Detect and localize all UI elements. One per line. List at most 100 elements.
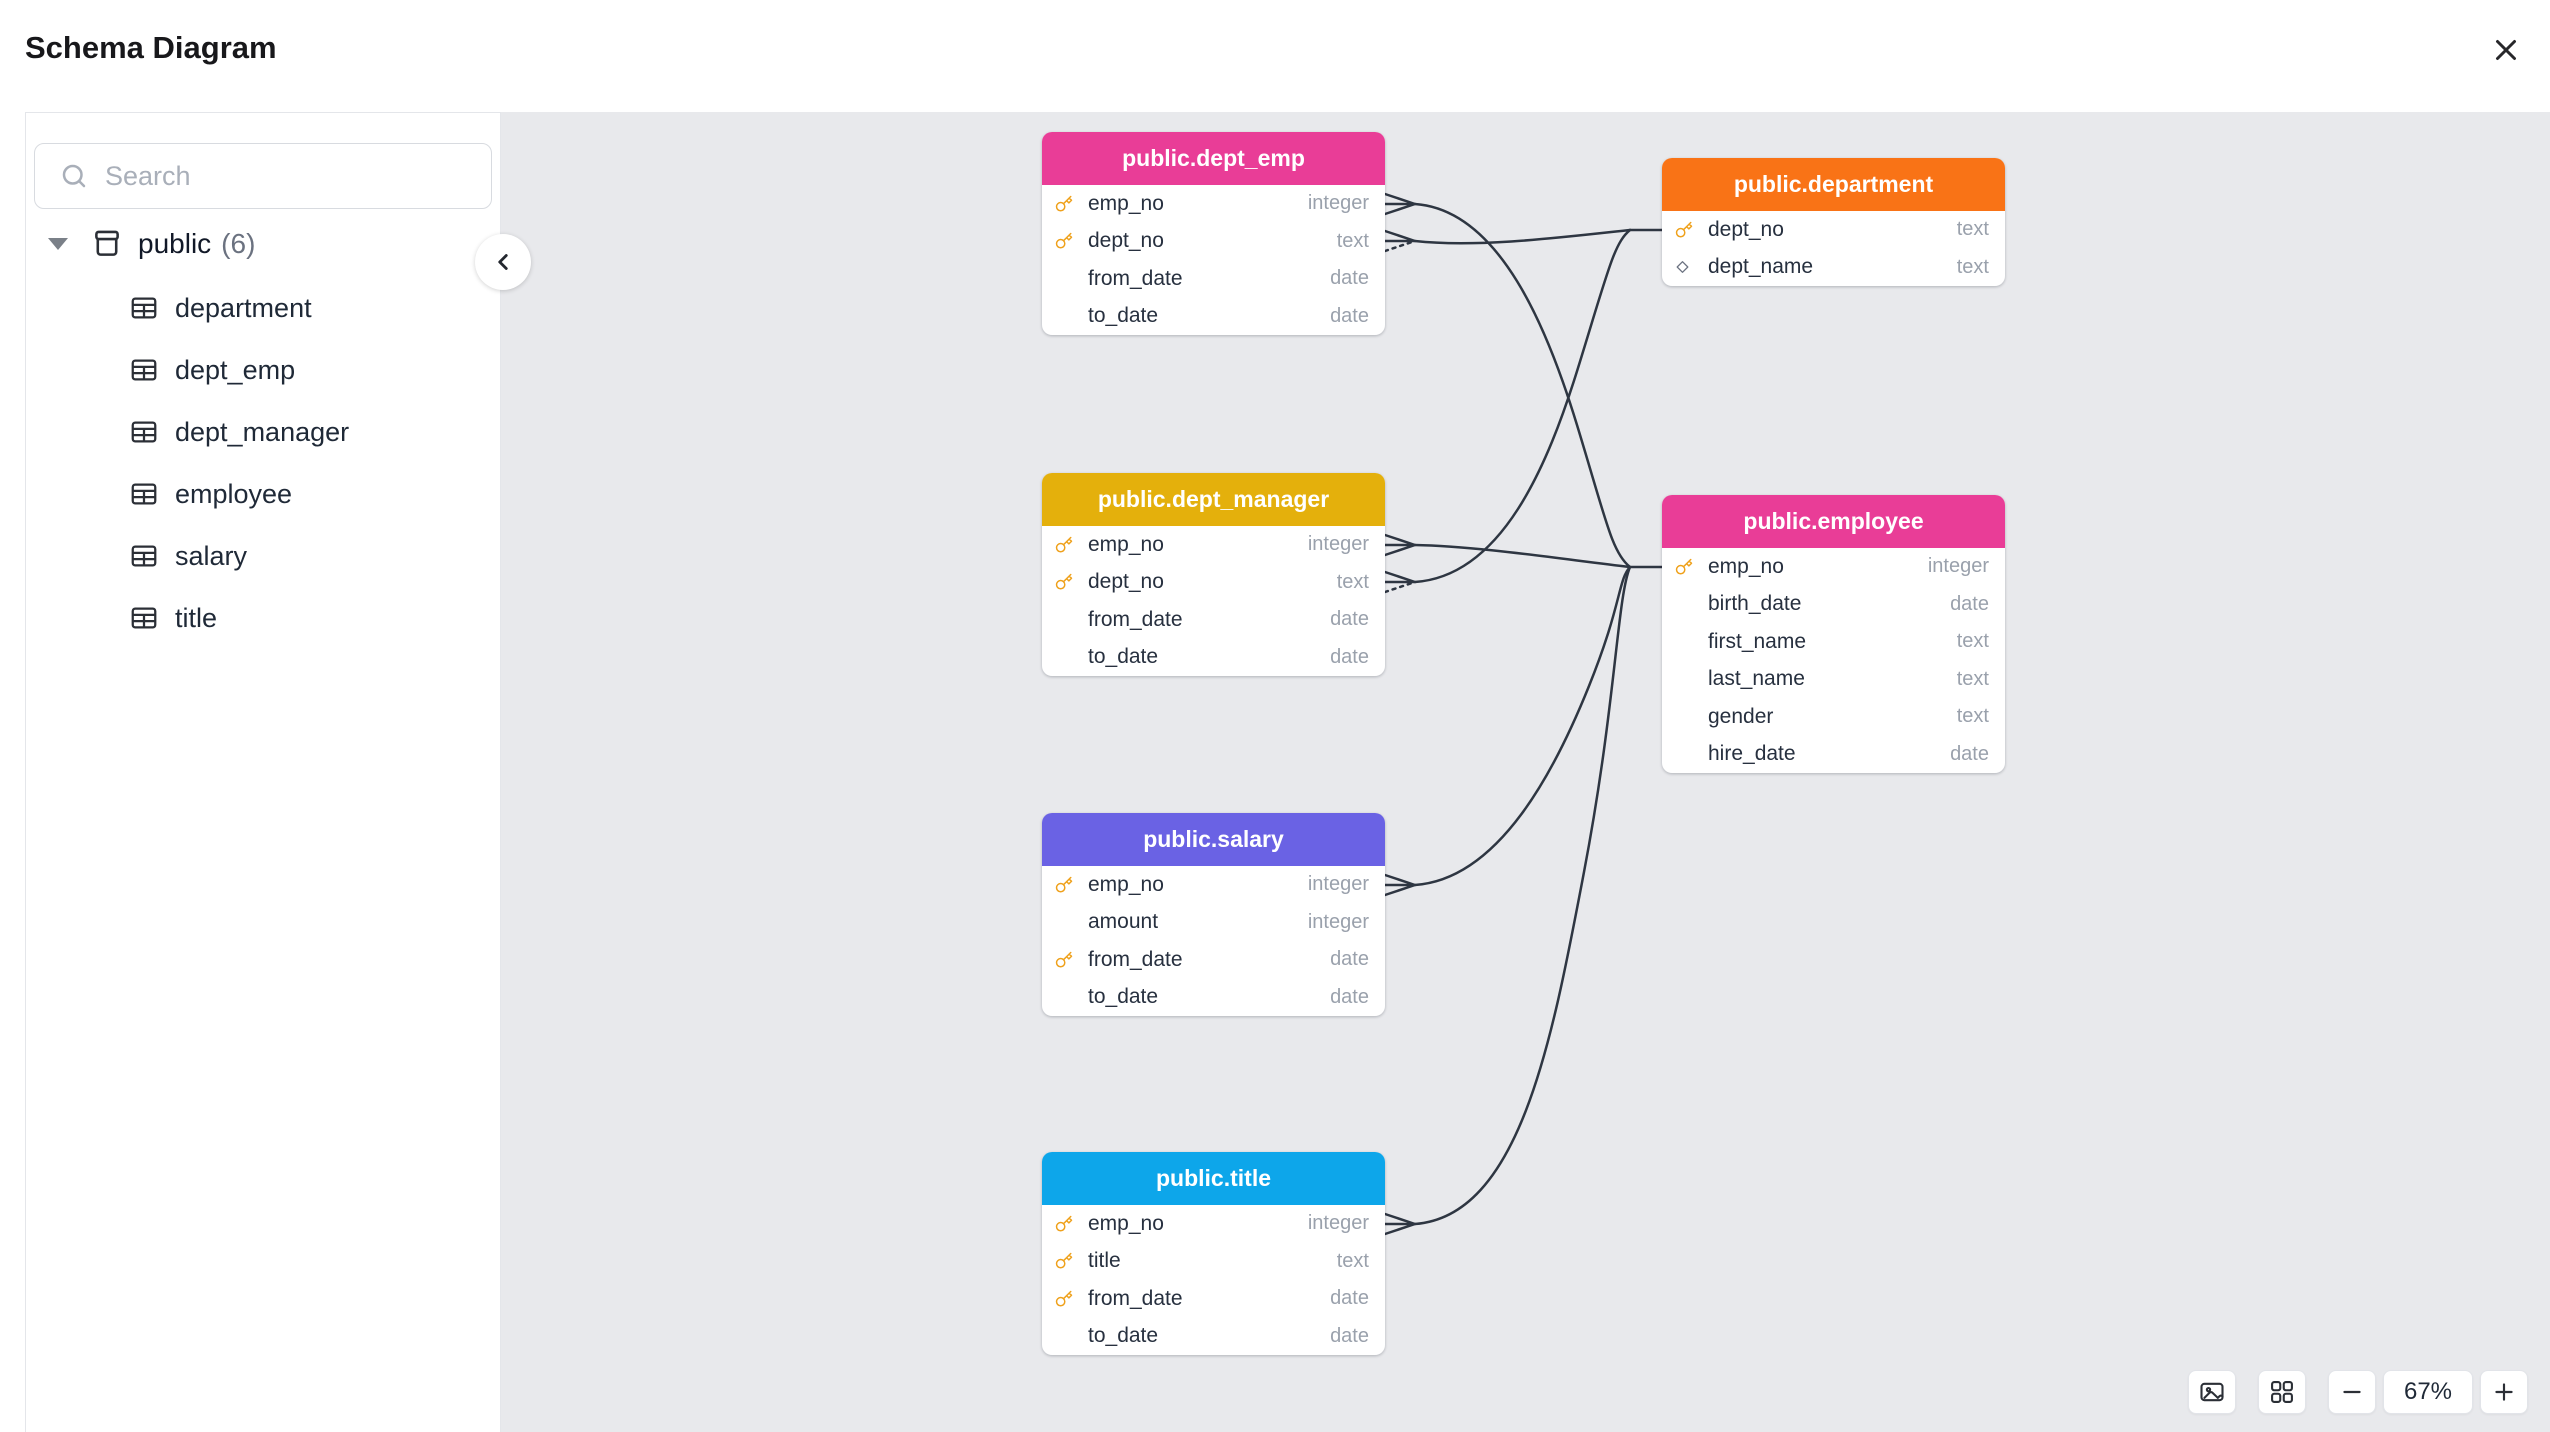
column-row: emp_no integer: [1042, 866, 1385, 904]
column-row: first_name text: [1662, 623, 2005, 661]
sidebar-item-employee[interactable]: employee: [26, 463, 500, 525]
table-icon: [129, 355, 159, 385]
column-name: to_date: [1088, 304, 1159, 328]
sidebar-collapse-button[interactable]: [475, 234, 531, 290]
sidebar-item-salary[interactable]: salary: [26, 525, 500, 587]
close-icon: [2489, 33, 2523, 67]
search-input[interactable]: [105, 160, 435, 192]
sidebar-item-dept-emp[interactable]: dept_emp: [26, 339, 500, 401]
primary-key-icon: [1055, 1215, 1073, 1233]
column-type: integer: [1307, 873, 1369, 896]
column-row: last_name text: [1662, 661, 2005, 699]
auto-layout-button[interactable]: [2258, 1370, 2306, 1414]
column-type: date: [1330, 267, 1369, 290]
column-type: integer: [1927, 555, 1989, 578]
column-type: integer: [1307, 533, 1369, 556]
chevron-left-icon: [490, 249, 516, 275]
table-card-title[interactable]: public.title emp_no integer title text f…: [1042, 1152, 1385, 1355]
table-header[interactable]: public.salary: [1042, 813, 1385, 866]
column-type: text: [1336, 229, 1369, 252]
column-row: dept_no text: [1042, 564, 1385, 602]
table-card-department[interactable]: public.department dept_no text dept_name…: [1662, 158, 2005, 286]
table-header[interactable]: public.dept_emp: [1042, 132, 1385, 185]
schema-table-count: (6): [221, 228, 256, 259]
zoom-out-button[interactable]: [2328, 1370, 2376, 1414]
primary-key-icon: [1055, 876, 1073, 894]
column-type: text: [1336, 570, 1369, 593]
column-name: emp_no: [1088, 532, 1164, 556]
column-name: to_date: [1088, 645, 1159, 669]
table-card-dept-emp[interactable]: public.dept_emp emp_no integer dept_no t…: [1042, 132, 1385, 335]
sidebar-item-label: dept_emp: [175, 354, 296, 385]
table-icon: [129, 417, 159, 447]
column-name: dept_no: [1088, 229, 1164, 253]
table-header[interactable]: public.department: [1662, 158, 2005, 211]
zoom-control: 67%: [2328, 1370, 2528, 1414]
column-type: integer: [1307, 910, 1369, 933]
primary-key-icon: [1055, 536, 1073, 554]
export-image-button[interactable]: [2188, 1370, 2236, 1414]
column-name: emp_no: [1088, 872, 1164, 896]
column-row: birth_date date: [1662, 586, 2005, 624]
primary-key-icon: [1675, 221, 1693, 239]
table-icon: [129, 603, 159, 633]
column-type: text: [1956, 218, 1989, 241]
zoom-level: 67%: [2383, 1370, 2473, 1414]
column-row: dept_no text: [1662, 211, 2005, 249]
table-list: department dept_emp dept_manager employe…: [26, 277, 500, 649]
column-row: amount integer: [1042, 904, 1385, 942]
column-type: text: [1956, 667, 1989, 690]
dialog-header: Schema Diagram: [0, 0, 2550, 112]
sidebar-schema-public[interactable]: public (6): [26, 221, 500, 267]
primary-key-icon: [1675, 558, 1693, 576]
table-header[interactable]: public.title: [1042, 1152, 1385, 1205]
column-type: date: [1330, 1287, 1369, 1310]
table-card-dept-manager[interactable]: public.dept_manager emp_no integer dept_…: [1042, 473, 1385, 676]
column-row: to_date date: [1042, 1318, 1385, 1356]
table-icon: [129, 293, 159, 323]
sidebar-item-label: employee: [175, 478, 293, 509]
schema-box-icon: [90, 227, 124, 261]
column-row: emp_no integer: [1042, 1205, 1385, 1243]
column-name: from_date: [1088, 266, 1183, 290]
column-type: date: [1330, 608, 1369, 631]
table-card-employee[interactable]: public.employee emp_no integer birth_dat…: [1662, 495, 2005, 773]
column-name: to_date: [1088, 985, 1159, 1009]
sidebar-item-dept-manager[interactable]: dept_manager: [26, 401, 500, 463]
search-icon: [59, 161, 89, 191]
zoom-in-button[interactable]: [2480, 1370, 2528, 1414]
column-row: from_date date: [1042, 1280, 1385, 1318]
column-name: birth_date: [1708, 592, 1802, 616]
primary-key-icon: [1055, 573, 1073, 591]
canvas-controls: 67%: [2188, 1370, 2528, 1414]
column-type: date: [1330, 985, 1369, 1008]
column-name: from_date: [1088, 607, 1183, 631]
table-header[interactable]: public.employee: [1662, 495, 2005, 548]
table-card-salary[interactable]: public.salary emp_no integer amount inte…: [1042, 813, 1385, 1016]
column-name: dept_no: [1708, 217, 1784, 241]
sidebar-item-label: department: [175, 292, 312, 323]
primary-key-icon: [1055, 1290, 1073, 1308]
column-name: amount: [1088, 910, 1159, 934]
close-button[interactable]: [2480, 24, 2532, 76]
plus-icon: [2491, 1379, 2517, 1405]
column-name: title: [1088, 1249, 1121, 1273]
expander-triangle-icon: [48, 238, 68, 250]
sidebar: public (6) department dept_emp dept_mana…: [25, 112, 501, 1432]
sidebar-item-title[interactable]: title: [26, 587, 500, 649]
column-row: emp_no integer: [1662, 548, 2005, 586]
primary-key-icon: [1055, 232, 1073, 250]
unique-diamond-icon: [1675, 260, 1690, 275]
column-name: dept_name: [1708, 255, 1814, 279]
column-row: from_date date: [1042, 260, 1385, 298]
column-row: to_date date: [1042, 979, 1385, 1017]
minus-icon: [2339, 1379, 2365, 1405]
column-row: gender text: [1662, 698, 2005, 736]
search-box: [34, 143, 492, 209]
column-type: text: [1336, 1249, 1369, 1272]
table-header[interactable]: public.dept_manager: [1042, 473, 1385, 526]
column-name: last_name: [1708, 667, 1805, 691]
sidebar-item-department[interactable]: department: [26, 277, 500, 339]
column-type: integer: [1307, 192, 1369, 215]
diagram-canvas[interactable]: [501, 112, 2550, 1432]
